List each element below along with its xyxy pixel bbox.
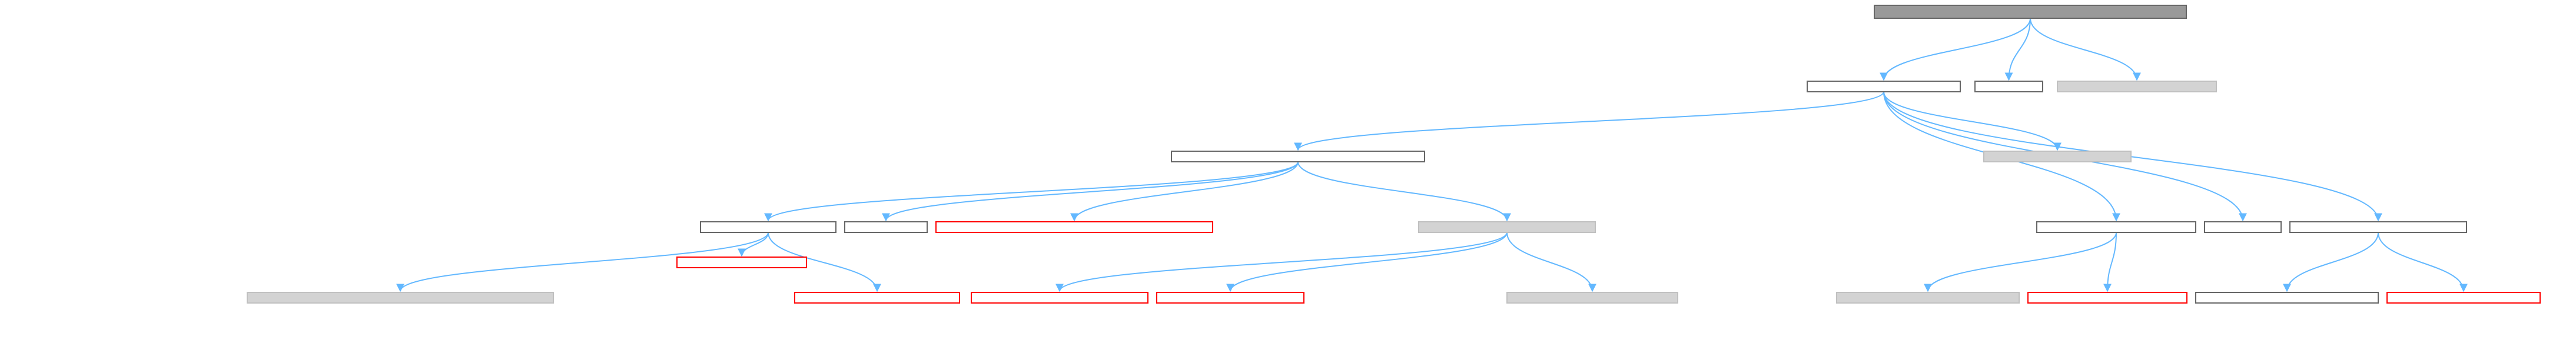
graph-node — [2036, 221, 2196, 233]
graph-edge — [1924, 232, 2117, 292]
graph-edge — [1880, 18, 2031, 81]
node-box — [1983, 151, 2132, 162]
graph-node — [844, 221, 928, 233]
graph-edge — [1883, 91, 2062, 151]
graph-edge — [1070, 161, 1299, 222]
node-box — [971, 292, 1148, 304]
node-box — [2195, 292, 2379, 304]
graph-node — [2289, 221, 2467, 233]
node-box — [844, 221, 928, 233]
graph-node — [2204, 221, 2282, 233]
node-box — [1874, 5, 2187, 19]
node-layer — [247, 5, 2541, 304]
graph-edge — [1297, 161, 1511, 222]
node-box — [1418, 221, 1596, 233]
graph-edge — [1506, 232, 1596, 292]
graph-node — [2027, 292, 2187, 304]
graph-node — [935, 221, 1213, 233]
node-box — [1974, 81, 2043, 92]
node-box — [1807, 81, 1961, 92]
graph-node — [2057, 81, 2217, 92]
edge-layer — [396, 18, 2468, 292]
graph-node — [247, 292, 554, 304]
graph-node — [1983, 151, 2132, 162]
node-box — [1171, 151, 1425, 162]
node-box — [1836, 292, 2020, 304]
graph-node — [1874, 5, 2187, 19]
node-box — [2027, 292, 2187, 304]
node-box — [676, 257, 807, 268]
graph-node — [1506, 292, 1678, 304]
graph-edge — [1055, 232, 1508, 292]
graph-node — [1156, 292, 1304, 304]
node-box — [1506, 292, 1678, 304]
graph-node — [1418, 221, 1596, 233]
node-box — [2204, 221, 2282, 233]
graph-node — [700, 221, 836, 233]
graph-edge — [882, 161, 1299, 222]
node-box — [247, 292, 554, 304]
node-box — [1156, 292, 1304, 304]
node-box — [2289, 221, 2467, 233]
graph-edge — [764, 161, 1299, 222]
node-box — [2036, 221, 2196, 233]
graph-node — [1807, 81, 1961, 92]
node-box — [700, 221, 836, 233]
graph-edge — [2030, 18, 2141, 81]
graph-edge — [2004, 18, 2031, 81]
graph-edge — [2378, 232, 2468, 292]
graph-edge — [768, 232, 881, 292]
graph-node — [794, 292, 960, 304]
node-box — [2386, 292, 2541, 304]
graph-node — [2195, 292, 2379, 304]
graph-node — [2386, 292, 2541, 304]
graph-edge — [396, 232, 769, 292]
graph-edge — [2103, 232, 2117, 292]
graph-node — [1171, 151, 1425, 162]
node-box — [794, 292, 960, 304]
graph-edge — [2283, 232, 2379, 292]
graph-edge — [1294, 91, 1884, 151]
graph-edge — [1226, 232, 1508, 292]
node-box — [935, 221, 1213, 233]
graph-node — [676, 257, 807, 268]
graph-node — [1836, 292, 2020, 304]
node-box — [2057, 81, 2217, 92]
graph-node — [1974, 81, 2043, 92]
graph-edge — [738, 232, 769, 257]
graph-node — [971, 292, 1148, 304]
